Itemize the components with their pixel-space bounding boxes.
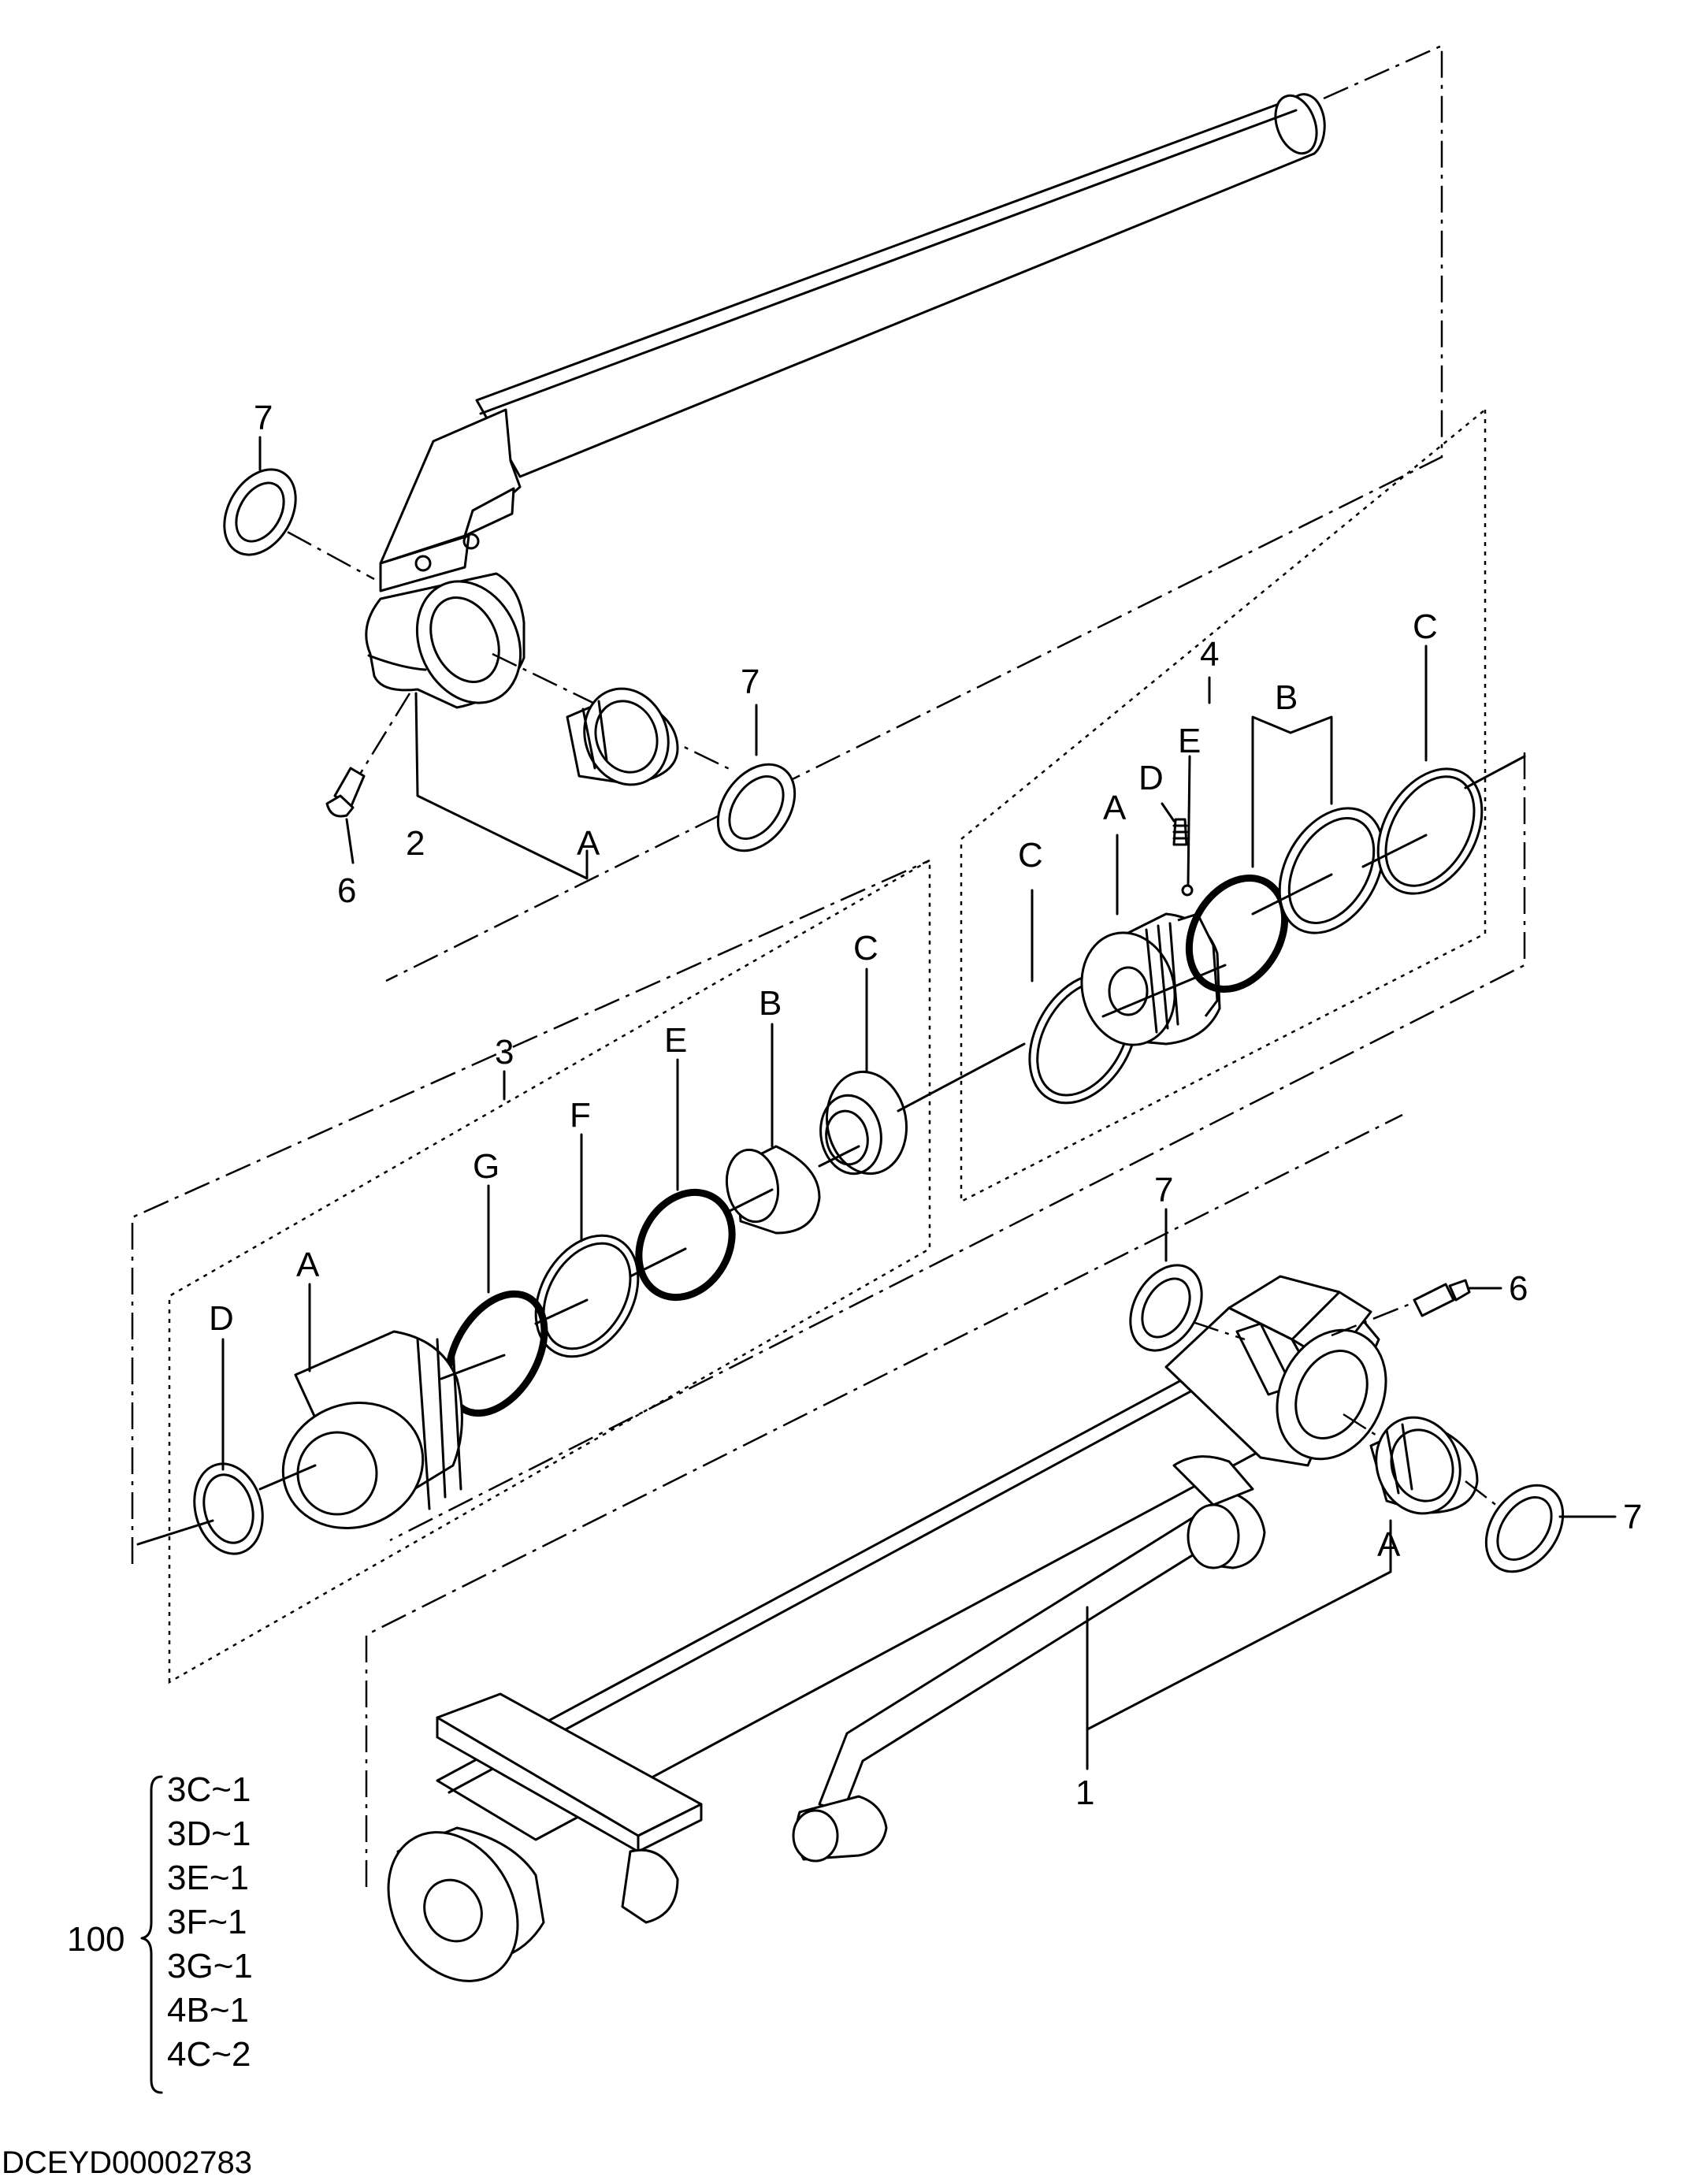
callout-grease-nipple-6-tube: 6 — [1509, 1269, 1528, 1308]
callout-grease-nipple-6-rod: 6 — [337, 871, 356, 910]
washer-7-tube-right — [1465, 1480, 1617, 1573]
callout-tube-bushing-a: A — [1377, 1525, 1401, 1564]
callout-piston-ring-b: B — [1275, 678, 1298, 717]
callout-washer-7-tube-top: 7 — [1154, 1171, 1173, 1209]
callout-rod-bushing-a: A — [577, 824, 600, 863]
callout-head-f: F — [570, 1096, 591, 1135]
callout-piston-e: E — [1178, 722, 1201, 760]
kit-item: 4B~1 — [167, 1991, 249, 2030]
kit-brace — [140, 1775, 163, 2094]
kit-item: 3D~1 — [167, 1814, 251, 1853]
callout-piston-ring-c-right: C — [1413, 607, 1438, 646]
piston-rod — [365, 44, 1443, 982]
kit-item: 3F~1 — [167, 1903, 247, 1941]
kit-item: 4C~2 — [167, 2035, 251, 2074]
piston-group-4 — [389, 407, 1526, 1542]
kit-number: 100 — [67, 1920, 124, 1959]
tube-bushing-a — [1369, 1416, 1479, 1515]
callout-piston-a: A — [1103, 789, 1127, 827]
washer-7-rod-left — [223, 436, 297, 556]
callout-piston-d: D — [1138, 759, 1164, 797]
callout-washer-7-rod-left: 7 — [254, 399, 273, 437]
washer-7-rod-right — [716, 704, 797, 852]
callout-piston-group-4: 4 — [1200, 635, 1219, 674]
callout-head-group-3: 3 — [495, 1033, 514, 1072]
callout-head-a: A — [296, 1246, 320, 1284]
grease-nipple-6-rod — [325, 767, 366, 864]
callout-head-d: D — [209, 1299, 234, 1338]
washer-7-tube-top — [1129, 1208, 1203, 1352]
grease-nipple-6-tube — [1413, 1279, 1502, 1317]
callout-washer-7-rod-right: 7 — [741, 663, 760, 701]
callout-tube-1: 1 — [1075, 1774, 1094, 1812]
callout-washer-7-tube-right: 7 — [1623, 1498, 1642, 1536]
callout-head-e: E — [664, 1021, 687, 1060]
callout-head-c: C — [853, 929, 878, 968]
callout-rod-2: 2 — [406, 824, 425, 863]
kit-item: 3C~1 — [167, 1770, 251, 1809]
head-group-3 — [131, 858, 1026, 1684]
kit-item: 3E~1 — [167, 1859, 249, 1897]
rod-bushing-a — [566, 687, 679, 786]
callout-head-g: G — [473, 1147, 500, 1186]
callout-head-b: B — [759, 984, 782, 1023]
cylinder-tube — [365, 1113, 1403, 1982]
kit-item: 3G~1 — [167, 1947, 253, 1985]
callout-piston-ring-c-left: C — [1018, 836, 1043, 875]
drawing-code: DCEYD00002783 — [2, 2145, 252, 2180]
